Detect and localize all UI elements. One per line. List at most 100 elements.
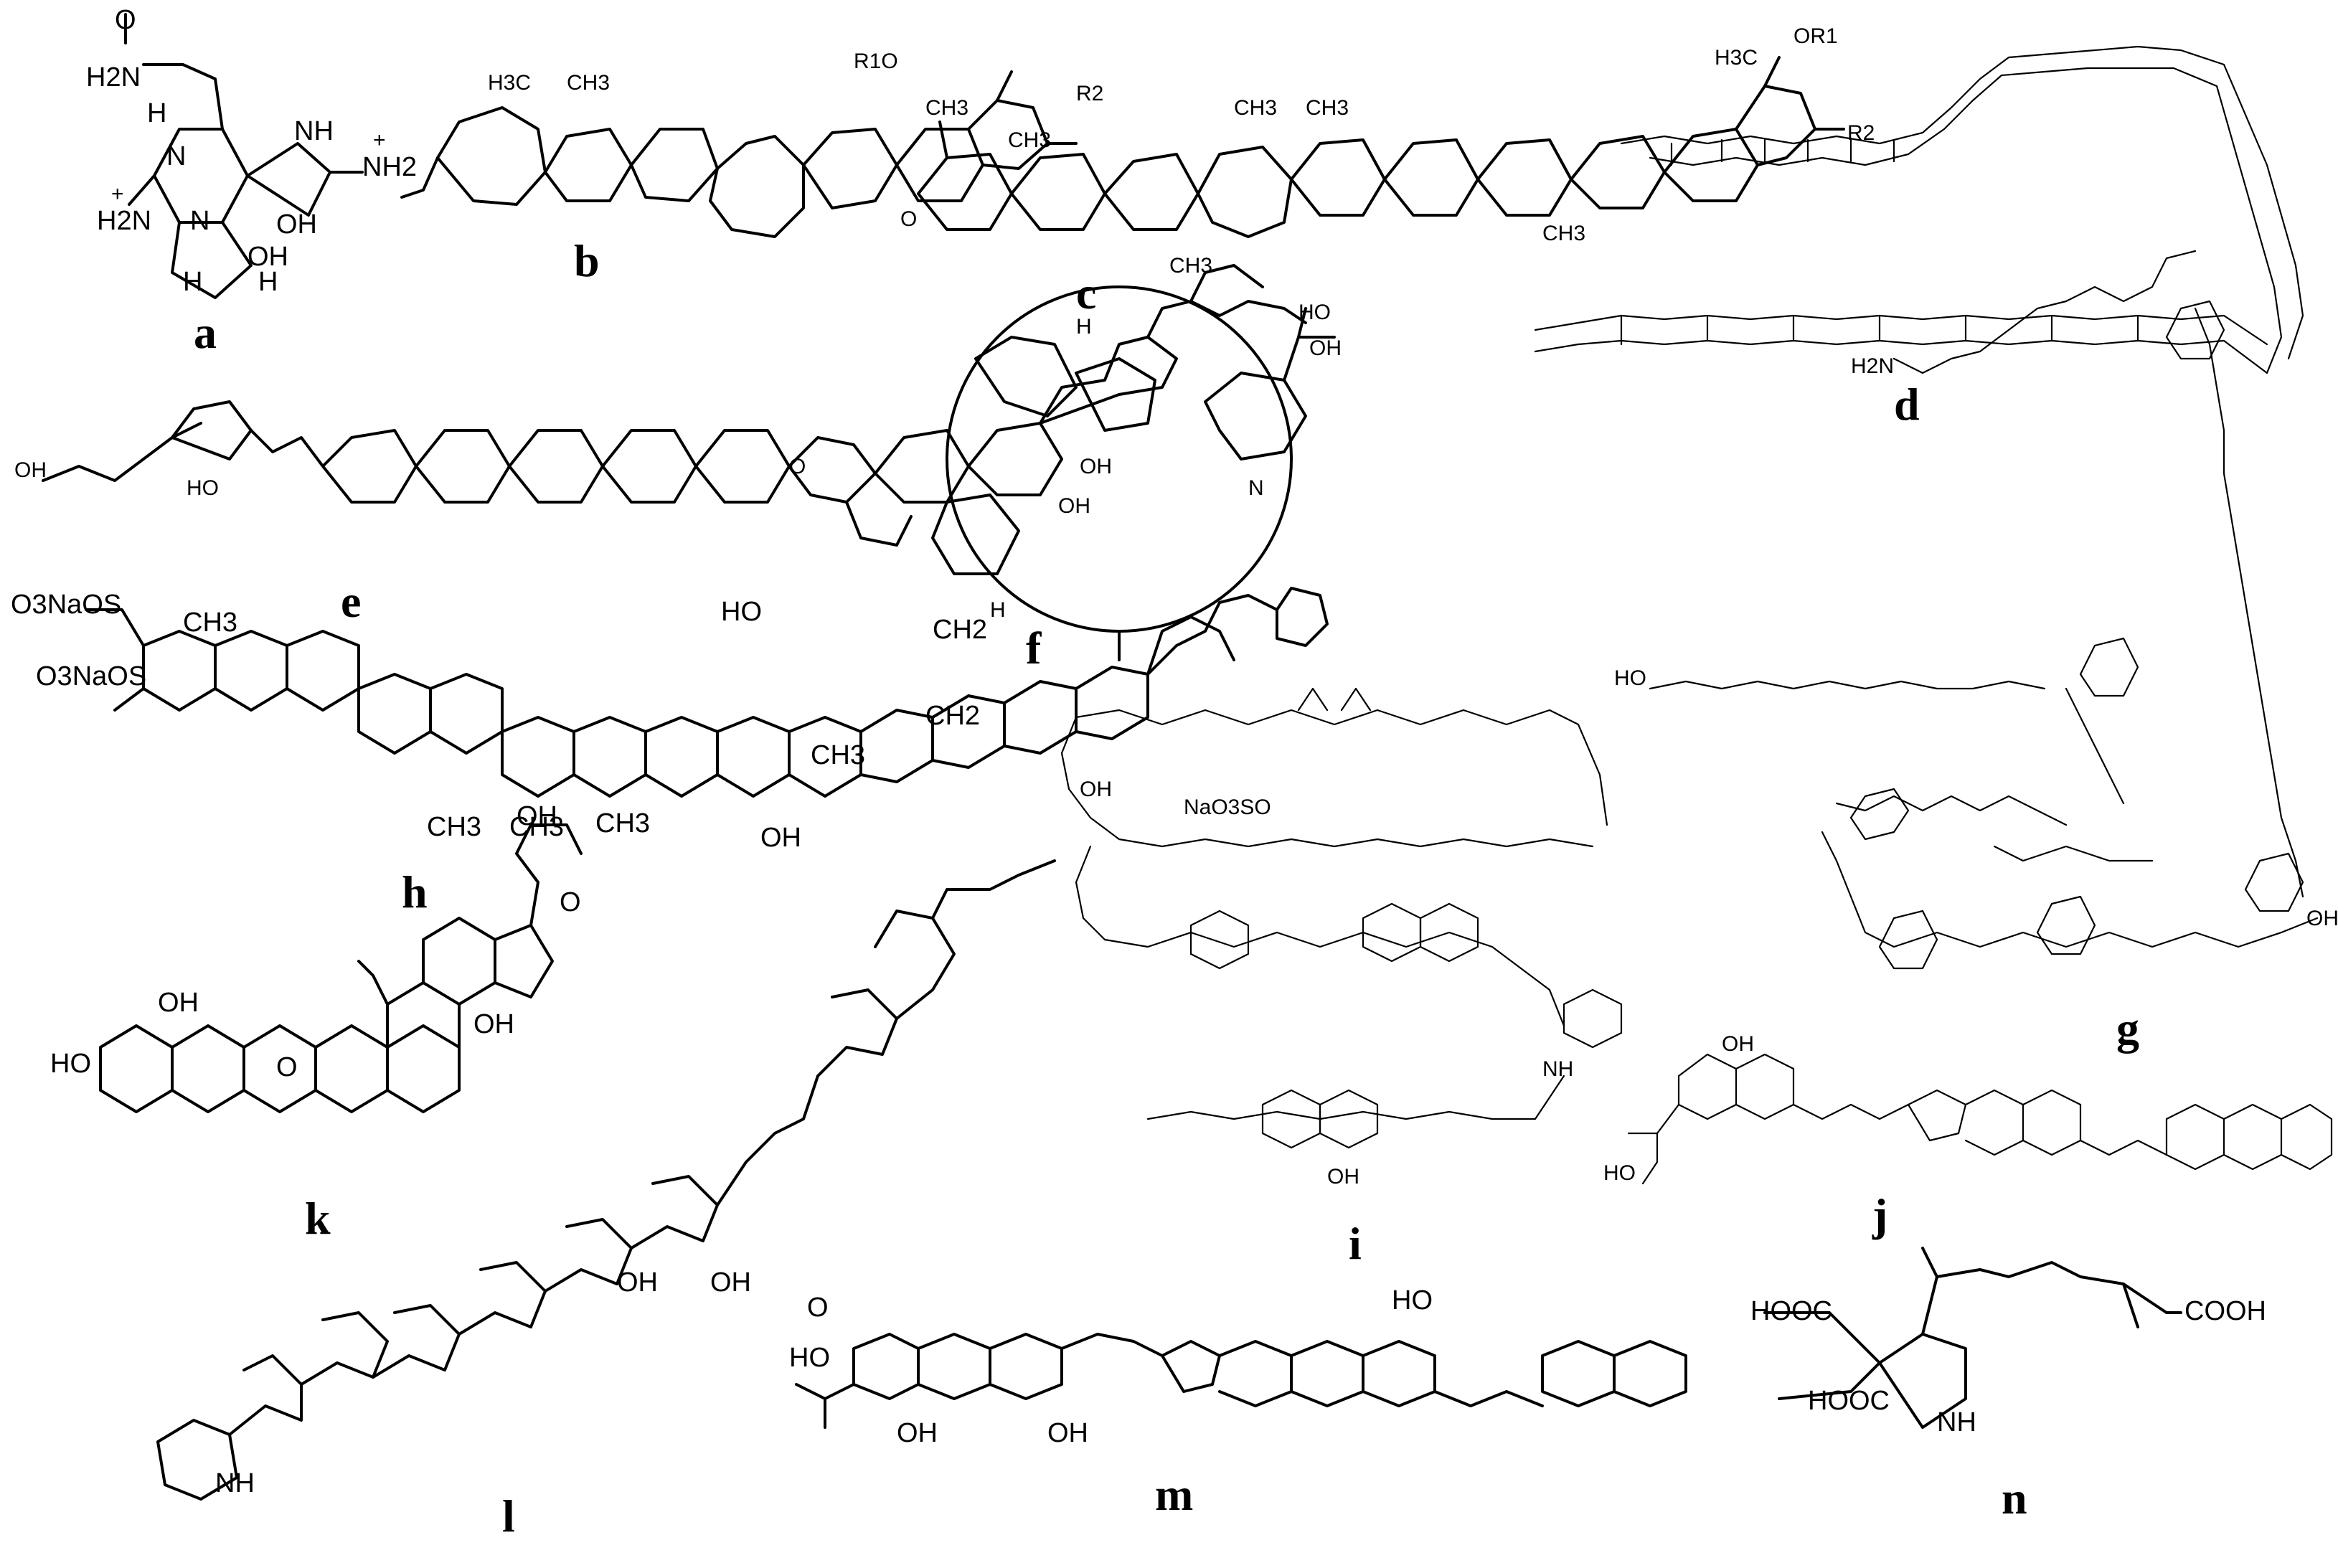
atom-label: OH bbox=[1327, 1165, 1359, 1189]
atom-label: N bbox=[166, 141, 186, 171]
atom-charge: + bbox=[373, 128, 386, 152]
atom-label: OH bbox=[617, 1267, 658, 1298]
atom-label: H bbox=[258, 267, 278, 297]
atom-label: OH bbox=[248, 242, 288, 272]
atom-label: OH bbox=[1058, 494, 1090, 518]
atom-label: OH bbox=[2306, 907, 2338, 930]
atom-label: OH bbox=[760, 823, 801, 853]
structure-e: OH HO HO O OH e bbox=[14, 264, 1331, 627]
atom-label: HO bbox=[789, 1343, 830, 1373]
atom-label: HO bbox=[721, 597, 762, 627]
panel-label-e: e bbox=[341, 576, 361, 627]
atom-label: CH3 bbox=[1234, 96, 1277, 120]
panel-label-j: j bbox=[1872, 1189, 1887, 1240]
structure-b: R1O R2 H3C CH3 b bbox=[400, 49, 1103, 286]
structure-c: OR1 H3C R2 CH3 CH3 CH3 CH3 CH3 CH3 O c bbox=[900, 24, 1875, 318]
atom-label: COOH bbox=[2184, 1296, 2266, 1326]
atom-label: OR1 bbox=[1793, 24, 1838, 48]
atom-label: H bbox=[147, 98, 166, 128]
atom-label: CH2 bbox=[925, 701, 980, 731]
atom-label: NaO3SO bbox=[1184, 795, 1271, 819]
atom-label: O bbox=[807, 1293, 829, 1323]
panel-label-g: g bbox=[2116, 1003, 2139, 1054]
atom-label: HO bbox=[187, 476, 219, 500]
atom-label: OH bbox=[1047, 1418, 1088, 1448]
panel-label-f: f bbox=[1026, 623, 1042, 674]
atom-label: H bbox=[1076, 315, 1092, 339]
atom-label: O3NaOS bbox=[36, 661, 146, 691]
atom-label: CH2 bbox=[933, 615, 987, 645]
panel-label-h: h bbox=[402, 866, 428, 917]
structure-j: OH HO j bbox=[1603, 1032, 2333, 1240]
atom-label: H3C bbox=[1715, 46, 1758, 70]
atom-label: O bbox=[789, 455, 806, 478]
atom-label: HO bbox=[50, 1049, 91, 1079]
structure-d: d bbox=[1534, 45, 2304, 430]
atom-label: O bbox=[560, 887, 581, 917]
atom-label: HOOC bbox=[1808, 1386, 1890, 1416]
panel-label-b: b bbox=[574, 235, 600, 286]
panel-label-k: k bbox=[305, 1193, 331, 1244]
atom-label: CH3 bbox=[567, 71, 610, 95]
atom-label: CH3 bbox=[1306, 96, 1349, 120]
panel-label-n: n bbox=[2002, 1473, 2027, 1524]
panel-label-a: a bbox=[194, 307, 217, 358]
structure-l: NH OH OH l bbox=[156, 859, 1056, 1541]
atom-label: R1O bbox=[854, 49, 898, 73]
structure-m: HO O OH OH HO m bbox=[789, 1285, 1687, 1520]
panel-label-m: m bbox=[1155, 1469, 1193, 1520]
panel-label-l: l bbox=[502, 1491, 515, 1541]
atom-label: OH bbox=[158, 988, 199, 1018]
atom-label: NH2 bbox=[362, 152, 417, 182]
atom-label: H3C bbox=[488, 71, 531, 95]
atom-label: O bbox=[115, 5, 136, 35]
structure-g: H2N HO OH g bbox=[1614, 250, 2338, 1054]
atom-label: OH bbox=[897, 1418, 938, 1448]
atom-label: OH bbox=[473, 1009, 514, 1039]
panel-label-c: c bbox=[1076, 268, 1096, 318]
atom-label: OH bbox=[1080, 455, 1112, 478]
atom-label: H bbox=[990, 598, 1006, 622]
atom-label: NH bbox=[1937, 1407, 1976, 1437]
atom-label: H bbox=[183, 267, 202, 297]
atom-label: HO bbox=[1392, 1285, 1433, 1316]
atom-label: O3NaOS bbox=[11, 590, 121, 620]
atom-label: HOOC bbox=[1750, 1296, 1832, 1326]
atom-label: H2N bbox=[97, 206, 151, 236]
atom-label: N bbox=[190, 206, 209, 236]
atom-label: HO bbox=[1614, 666, 1646, 690]
atom-label: NH bbox=[1542, 1057, 1573, 1081]
atom-label: OH bbox=[517, 801, 557, 831]
atom-label: CH3 bbox=[1542, 222, 1585, 245]
atom-label: H2N bbox=[86, 62, 141, 93]
atom-label: CH3 bbox=[509, 812, 564, 842]
panel-label-d: d bbox=[1894, 379, 1920, 430]
structure-f: OH N H H OH f bbox=[931, 285, 1342, 674]
atom-label: OH bbox=[276, 209, 317, 240]
atom-label: N bbox=[1248, 476, 1264, 500]
atom-label: O bbox=[276, 1052, 298, 1082]
structure-i: NaO3SO OH OH NH i bbox=[1060, 687, 1623, 1269]
structure-k: OH OH HO O OH O k bbox=[50, 801, 583, 1244]
atom-label: H2N bbox=[1851, 354, 1894, 378]
atom-label: HO bbox=[1603, 1161, 1636, 1185]
atom-label: CH3 bbox=[925, 96, 968, 120]
atom-charge: + bbox=[111, 182, 124, 206]
atom-label: CH3 bbox=[811, 740, 865, 770]
atom-label: CH3 bbox=[427, 812, 481, 842]
atom-label: OH bbox=[14, 458, 47, 482]
atom-label: OH bbox=[1722, 1032, 1754, 1056]
atom-label: OH bbox=[1309, 336, 1342, 360]
panel-label-i: i bbox=[1349, 1218, 1362, 1269]
structure-h: O3NaOS O3NaOS CH3 HO CH2 CH2 CH3 CH3 CH3… bbox=[11, 587, 1329, 917]
structure-a: O H2N H N NH + NH2 + H2N N OH OH H H a bbox=[86, 5, 417, 358]
atom-label: CH3 bbox=[183, 608, 237, 638]
atom-label: OH bbox=[710, 1267, 751, 1298]
structure-n: HOOC HOOC COOH NH n bbox=[1750, 1247, 2266, 1524]
atom-label: NH bbox=[294, 116, 334, 146]
atom-label: O bbox=[900, 207, 917, 231]
atom-label: NH bbox=[215, 1468, 255, 1498]
atom-label: R2 bbox=[1076, 82, 1103, 105]
